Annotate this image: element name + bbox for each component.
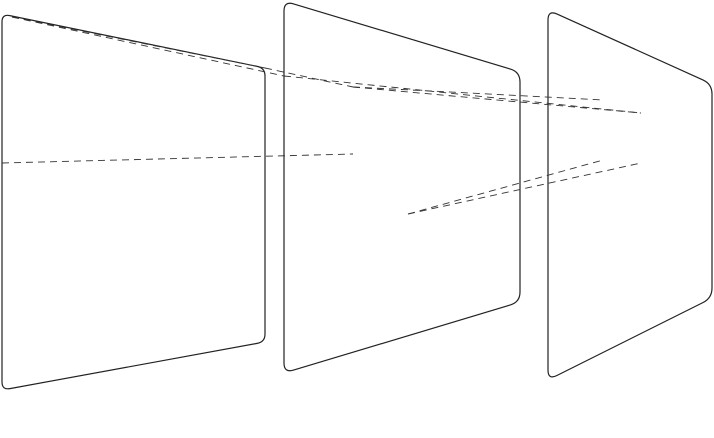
projection-dashed-line [407,159,604,215]
projection-lines-layer [1,16,642,215]
projection-dashed-line [1,153,354,164]
projection-dashed-line [352,86,642,114]
input-grid-outline [1,14,266,390]
projection-dashed-line [352,86,604,101]
input-grid [1,14,266,390]
projection-dashed-line [264,67,354,88]
middle-grid [283,2,521,372]
middle-grid-outline [283,2,521,372]
projection-dashed-line [11,16,285,77]
panels-layer [1,2,713,390]
projection-dashed-line [407,162,642,215]
output-grid [547,12,713,378]
output-grid-outline [547,12,713,378]
